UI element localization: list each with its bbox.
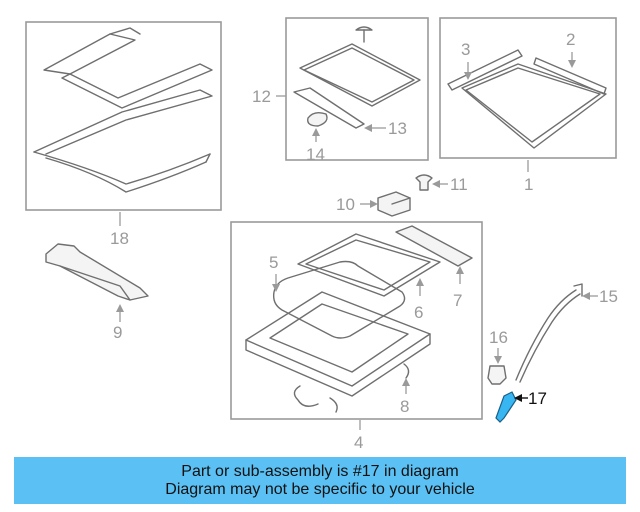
- callout-2: 2: [566, 30, 575, 49]
- group-10-11-clips: 10 11: [336, 174, 468, 217]
- group-9-bracket: 9: [45, 243, 149, 342]
- group-18-roof-panel: 18: [25, 21, 222, 248]
- group-4-frame: 5 6 7 8 4: [230, 221, 483, 452]
- callout-10: 10: [336, 195, 355, 214]
- callout-6: 6: [414, 303, 423, 322]
- group-15-drain-tube: 15: [515, 283, 618, 383]
- callout-15: 15: [599, 287, 618, 306]
- callout-1: 1: [524, 175, 533, 194]
- callout-14: 14: [306, 145, 325, 164]
- callout-12: 12: [252, 87, 271, 106]
- info-banner: Part or sub-assembly is #17 in diagram D…: [14, 457, 626, 504]
- part-17-connector[interactable]: [495, 391, 517, 423]
- parts-diagram: 18 12 13 14 3 2: [25, 17, 618, 452]
- banner-line-1: Part or sub-assembly is #17 in diagram: [181, 462, 459, 480]
- callout-9: 9: [113, 323, 122, 342]
- callout-17[interactable]: 17: [528, 389, 547, 408]
- callout-18: 18: [110, 229, 129, 248]
- group-12-sunshade: 12 13 14: [252, 17, 429, 164]
- box-18: [25, 21, 222, 211]
- callout-4: 4: [354, 433, 363, 452]
- group-17-highlighted-part: 17: [495, 389, 547, 423]
- callout-8: 8: [400, 397, 409, 416]
- banner-line-2: Diagram may not be specific to your vehi…: [165, 480, 475, 498]
- callout-5: 5: [269, 253, 278, 272]
- callout-13: 13: [388, 119, 407, 138]
- callout-11: 11: [450, 175, 468, 194]
- callout-7: 7: [453, 291, 462, 310]
- callout-16: 16: [489, 328, 508, 347]
- callout-3: 3: [461, 40, 470, 59]
- group-16-grommet: 16: [487, 328, 508, 385]
- group-1-glass: 3 2 1: [439, 17, 617, 194]
